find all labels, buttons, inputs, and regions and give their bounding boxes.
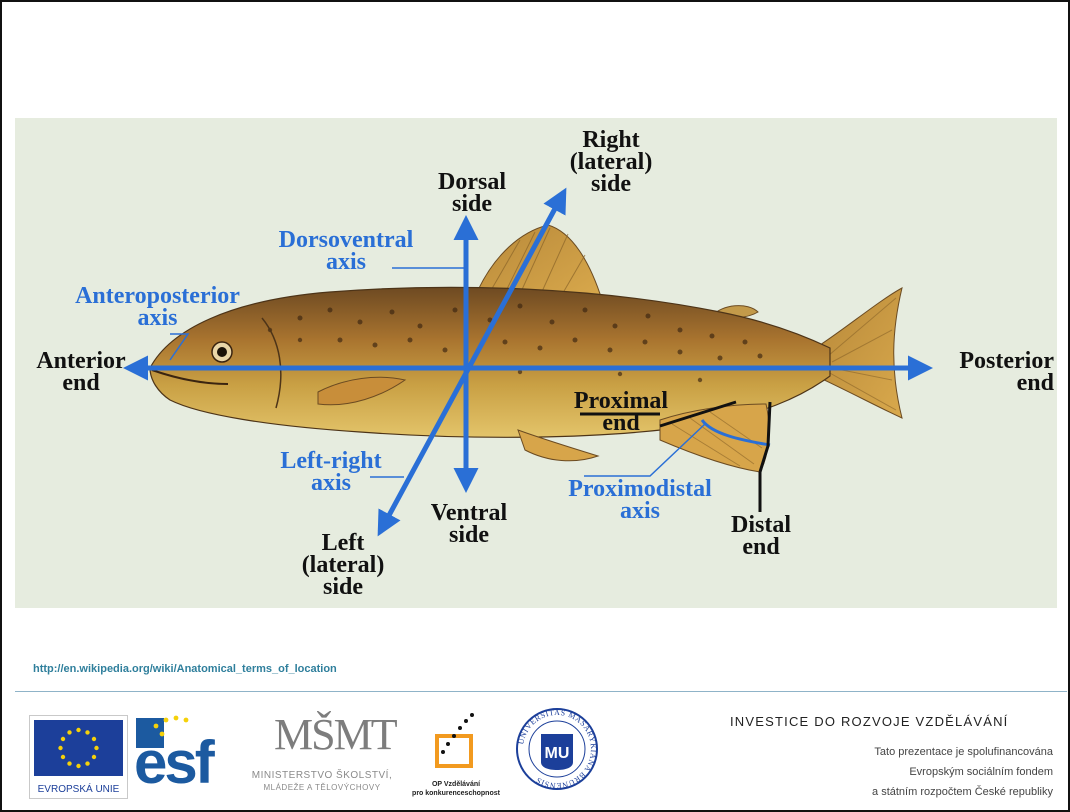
left-lateral-side-label: Left (lateral) side [301,530,385,600]
right-lateral-side-label: Right (lateral) side [569,127,653,197]
footer-divider [15,691,1067,692]
op-line1: OP Vzdělávání [431,781,481,788]
svg-text:MU: MU [545,745,570,762]
msmt-mark: MŠMT [274,710,398,759]
left-right-axis-arrow [377,187,567,537]
op-line2: pro konkurenceschopnost [412,790,500,797]
esf-stars-icon [153,715,189,737]
source-link[interactable]: http://en.wikipedia.org/wiki/Anatomical_… [33,663,337,675]
posterior-end-label: Posterior end [959,348,1054,396]
msmt-logo-icon: MŠMT MINISTERSTVO ŠKOLSTVÍ, MLÁDEŽE A TĚ… [232,712,412,802]
anteroposterior-leader [169,333,190,361]
distal-end-line [758,401,772,473]
left-right-axis-label: Left-right axis [280,448,382,496]
eu-caption: EVROPSKÁ UNIE [37,784,120,795]
funding-note: Tato prezentace je spolufinancována Evro… [872,746,1053,798]
msmt-line1: MINISTERSTVO ŠKOLSTVÍ, [251,770,393,781]
anteroposterior-axis-label: Anteroposterior axis [75,283,240,331]
proximodistal-axis-label: Proximodistal axis [568,476,712,524]
proximal-end-marker [659,400,737,428]
op-graphic-icon [435,713,474,768]
ventral-side-label: Ventral side [430,500,508,548]
eu-flag-field [34,720,123,776]
msmt-line2: MLÁDEŽE A TĚLOVÝCHOVY [263,783,381,792]
investice-heading: INVESTICE DO ROZVOJE VZDĚLÁVÁNÍ [730,714,1009,729]
proximal-end-label: Proximal end [573,388,669,436]
proximodistal-axis-curve [700,419,771,447]
esf-text: esf [134,729,215,796]
anterior-end-label: Anterior end [36,348,126,396]
esf-logo-icon: esf [134,712,231,798]
dorsoventral-axis-label: Dorsoventral axis [278,227,414,275]
esf-tile [136,718,164,748]
caudal-fin [819,287,903,419]
op-logo-icon: OP Vzdělávání pro konkurenceschopnost [409,712,503,802]
dorsal-side-label: Dorsal side [438,169,506,217]
muni-seal-icon: UNIVERSITAS MASARYKIANA BRUNENSIS MU [514,706,600,792]
proximodistal-leader [584,423,706,477]
distal-end-label: Distal end [731,512,791,560]
eu-flag-icon: EVROPSKÁ UNIE [29,715,128,799]
